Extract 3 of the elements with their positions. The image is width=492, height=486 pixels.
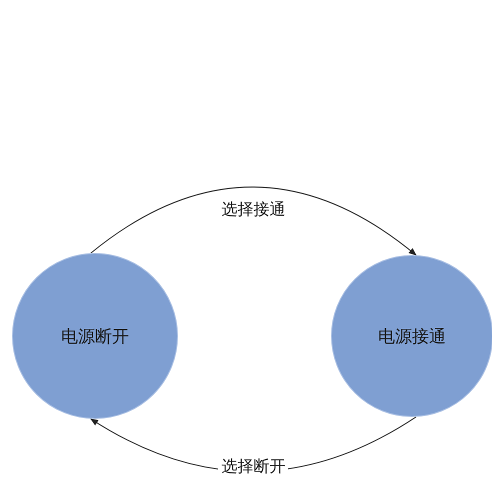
arrow [90,186,417,256]
state-circle: 电源断开 [12,253,178,419]
state-circle: 电源接通 [331,255,492,417]
